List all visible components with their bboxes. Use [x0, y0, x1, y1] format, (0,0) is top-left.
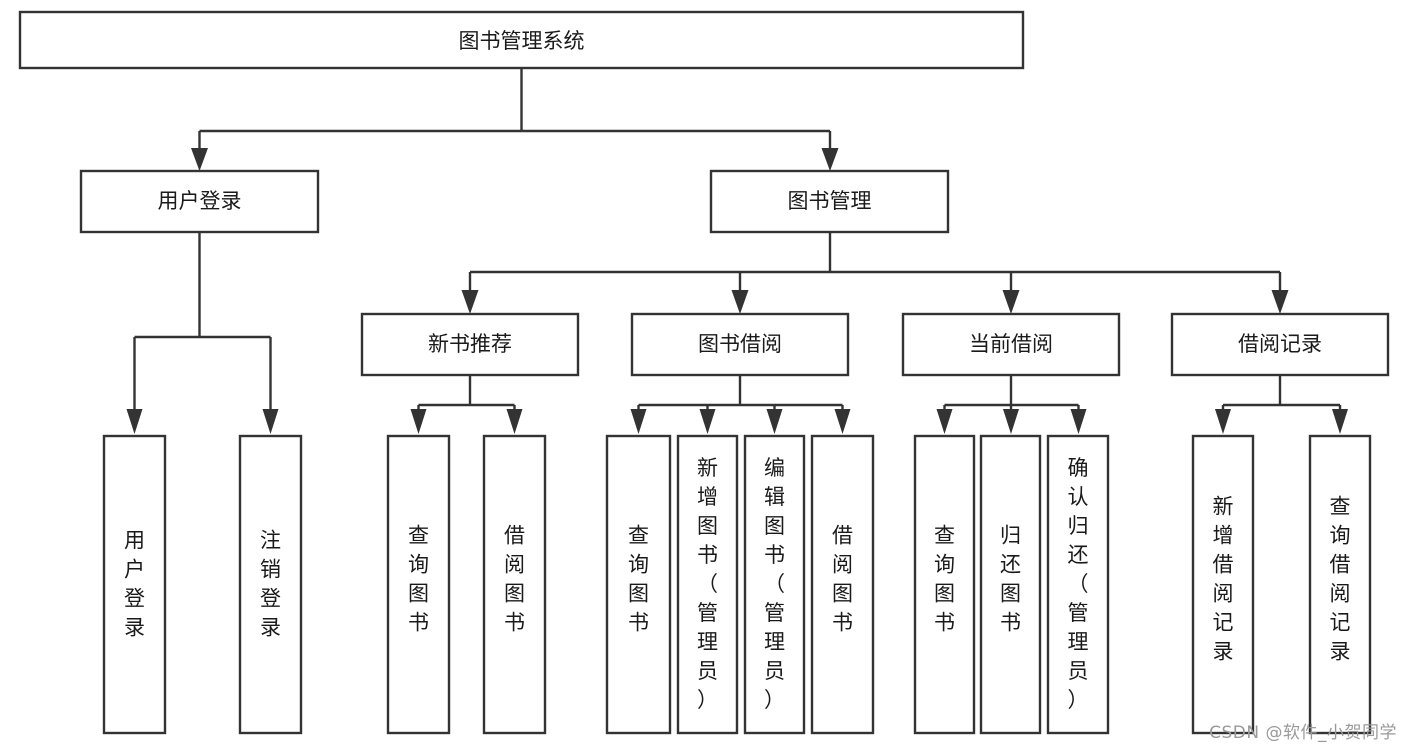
node-leaf-borrow-book-1-box[interactable] — [482, 434, 547, 735]
node-book-borrow[interactable]: 图书借阅 — [630, 312, 850, 377]
node-new-book-recommend-box[interactable] — [360, 312, 580, 377]
arrow-head-current-borrow — [1002, 290, 1020, 314]
arrow-head-leaf-add-book — [699, 409, 716, 434]
arrow-head-book-borrow — [731, 290, 749, 314]
node-leaf-query-borrow-record-label: 查询借阅记录 — [1330, 495, 1351, 664]
node-book-management-box[interactable] — [709, 169, 950, 234]
node-book-borrow-box[interactable] — [630, 312, 850, 377]
node-leaf-add-book[interactable]: 新增图书（管理员） — [676, 434, 739, 735]
node-leaf-edit-book-label: 编辑图书（管理员） — [764, 456, 785, 712]
node-leaf-user-login-box[interactable] — [102, 434, 167, 735]
node-leaf-borrow-book-2-box[interactable] — [810, 434, 875, 735]
node-new-book-recommend-label: 新书推荐 — [428, 332, 512, 356]
node-leaf-edit-book-box[interactable] — [743, 434, 806, 735]
arrow-head-borrow-record — [1271, 290, 1289, 314]
arrow-head-leaf-user-login — [126, 409, 143, 434]
node-book-borrow-label: 图书借阅 — [698, 332, 782, 356]
node-current-borrow-label: 当前借阅 — [969, 332, 1053, 356]
arrow-head-new-book-rec — [461, 290, 479, 314]
node-leaf-return-book-label: 归还图书 — [1000, 524, 1021, 635]
node-leaf-borrow-book-1[interactable]: 借阅图书 — [482, 434, 547, 735]
node-leaf-confirm-return-label: 确认归还（管理员） — [1068, 456, 1089, 712]
node-leaf-add-borrow-record-box[interactable] — [1191, 434, 1255, 735]
node-leaf-return-book[interactable]: 归还图书 — [979, 434, 1042, 735]
node-leaf-query-borrow-record[interactable]: 查询借阅记录 — [1308, 434, 1372, 735]
node-new-book-recommend[interactable]: 新书推荐 — [360, 312, 580, 377]
node-root[interactable]: 图书管理系统 — [18, 10, 1025, 70]
node-leaf-query-book-3[interactable]: 查询图书 — [913, 434, 976, 735]
node-borrow-record-box[interactable] — [1170, 312, 1390, 377]
node-leaf-add-book-box[interactable] — [676, 434, 739, 735]
node-leaf-query-book-1-label: 查询图书 — [408, 524, 429, 635]
node-leaf-logout-label: 注销登录 — [260, 529, 281, 640]
node-leaf-add-book-label: 新增图书（管理员） — [697, 456, 718, 712]
arrow-head-leaf-add-record — [1215, 409, 1231, 434]
arrow-head-leaf-confirm-return — [1070, 409, 1087, 434]
node-leaf-edit-book[interactable]: 编辑图书（管理员） — [743, 434, 806, 735]
node-leaf-borrow-book-2-label: 借阅图书 — [832, 524, 853, 635]
node-leaf-borrow-book-2[interactable]: 借阅图书 — [810, 434, 875, 735]
node-borrow-record[interactable]: 借阅记录 — [1170, 312, 1390, 377]
arrow-head-user-login — [191, 148, 208, 171]
node-user-login[interactable]: 用户登录 — [79, 169, 320, 234]
node-leaf-confirm-return-box[interactable] — [1046, 434, 1110, 735]
node-leaf-query-book-2[interactable]: 查询图书 — [605, 434, 672, 735]
node-leaf-query-book-1-box[interactable] — [386, 434, 451, 735]
arrow-head-leaf-query-book-1 — [410, 409, 427, 434]
node-current-borrow-box[interactable] — [901, 312, 1121, 377]
node-book-management-label: 图书管理 — [788, 189, 872, 213]
node-leaf-query-book-3-label: 查询图书 — [934, 524, 955, 635]
node-leaf-user-login-label: 用户登录 — [124, 529, 145, 640]
node-leaf-query-borrow-record-box[interactable] — [1308, 434, 1372, 735]
arrow-head-leaf-borrow-book-2 — [834, 409, 851, 434]
node-leaf-query-book-1[interactable]: 查询图书 — [386, 434, 451, 735]
node-root-label: 图书管理系统 — [459, 29, 585, 53]
node-leaf-logout[interactable]: 注销登录 — [238, 434, 303, 735]
node-book-management[interactable]: 图书管理 — [709, 169, 950, 234]
node-leaf-logout-box[interactable] — [238, 434, 303, 735]
node-leaf-query-book-3-box[interactable] — [913, 434, 976, 735]
arrow-head-leaf-borrow-book-1 — [506, 409, 523, 434]
node-leaf-add-borrow-record[interactable]: 新增借阅记录 — [1191, 434, 1255, 735]
node-user-login-box[interactable] — [79, 169, 320, 234]
node-leaf-return-book-box[interactable] — [979, 434, 1042, 735]
node-leaf-user-login[interactable]: 用户登录 — [102, 434, 167, 735]
arrow-head-leaf-edit-book — [766, 409, 783, 434]
node-leaf-confirm-return[interactable]: 确认归还（管理员） — [1046, 434, 1110, 735]
arrow-head-leaf-query-record — [1332, 409, 1348, 434]
node-current-borrow[interactable]: 当前借阅 — [901, 312, 1121, 377]
arrow-head-leaf-return-book — [1003, 409, 1019, 434]
arrow-head-book-mgmt — [821, 148, 839, 171]
arrow-head-leaf-query-book-2 — [630, 409, 647, 434]
node-leaf-borrow-book-1-label: 借阅图书 — [504, 524, 525, 635]
node-leaf-query-book-2-label: 查询图书 — [628, 524, 649, 635]
arrow-head-leaf-query-book-3 — [936, 409, 953, 434]
node-borrow-record-label: 借阅记录 — [1238, 332, 1322, 356]
arrow-head-leaf-logout — [262, 409, 279, 434]
connector-layer — [126, 68, 1348, 434]
node-leaf-query-book-2-box[interactable] — [605, 434, 672, 735]
node-user-login-label: 用户登录 — [158, 189, 242, 213]
node-leaf-add-borrow-record-label: 新增借阅记录 — [1213, 495, 1234, 664]
node-root-box[interactable] — [18, 10, 1025, 70]
